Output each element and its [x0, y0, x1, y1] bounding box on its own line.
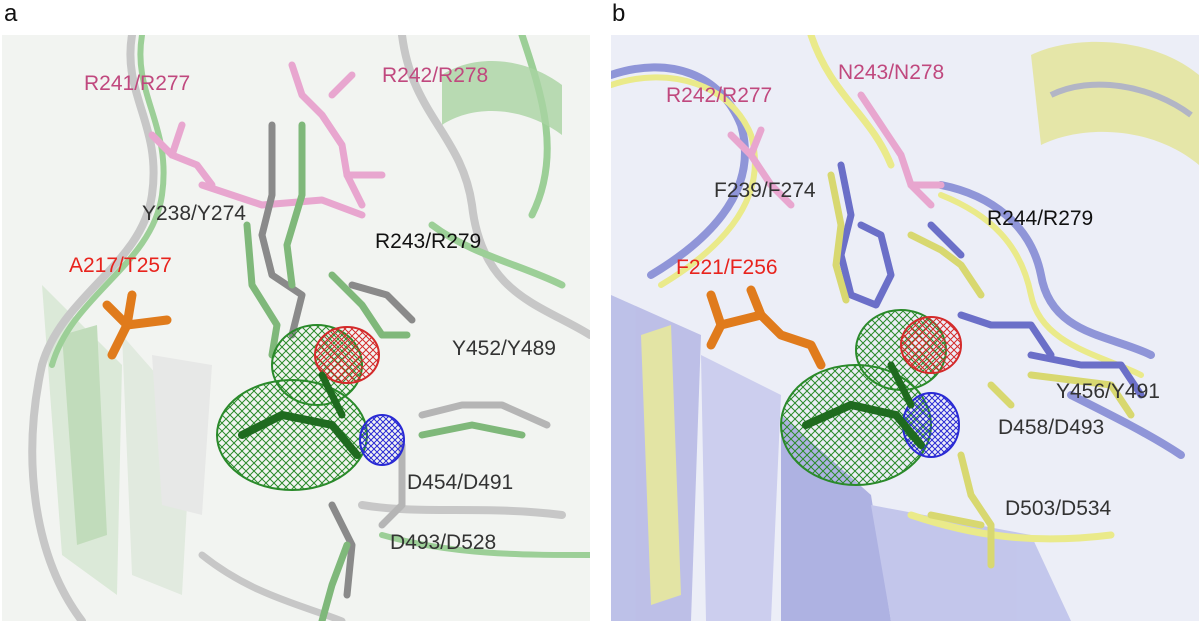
ligand-mesh — [216, 324, 405, 491]
label-d503-d534: D503/D534 — [1005, 497, 1112, 520]
helix-top-right-b — [1031, 41, 1199, 165]
cartoon-loops-b — [611, 35, 1185, 543]
ligand-mesh-b — [780, 309, 962, 486]
label-f239-f274: F239/F274 — [714, 179, 816, 202]
label-n243-n278: N243/N278 — [838, 61, 945, 84]
label-d493-d528: D493/D528 — [390, 531, 497, 554]
orange-residue-f221 — [706, 285, 826, 370]
beta-sheet-left — [42, 285, 212, 595]
cartoon-loops — [28, 35, 590, 621]
panel-letter-a: a — [4, 0, 18, 27]
pink-residues-b — [727, 91, 945, 209]
orange-residue-a217 — [102, 290, 172, 360]
stick-residues — [243, 121, 551, 621]
label-r244-r279: R244/R279 — [987, 207, 1094, 230]
label-r242-r277: R242/R277 — [666, 84, 773, 107]
panel-letter-b: b — [612, 0, 626, 27]
label-y452-y489: Y452/Y489 — [452, 337, 556, 360]
pink-residues — [148, 61, 386, 219]
panel-a-structure: R241/R277 R242/R278 Y238/Y274 R243/R279 … — [2, 35, 590, 621]
label-d454-d491: D454/D491 — [407, 471, 514, 494]
panel-b-molecular-render — [611, 35, 1199, 621]
label-d458-d493: D458/D493 — [998, 416, 1105, 439]
label-r242-r278: R242/R278 — [382, 64, 489, 87]
panel-a-molecular-render — [28, 35, 590, 621]
label-y238-y274: Y238/Y274 — [142, 202, 246, 225]
helix-top-right — [442, 61, 562, 135]
label-r243-r279: R243/R279 — [375, 230, 482, 253]
stick-residues-b — [827, 161, 1145, 569]
label-r241-r277: R241/R277 — [84, 72, 191, 95]
label-y456-y491: Y456/Y491 — [1056, 380, 1160, 403]
panel-b-structure: R242/R277 N243/N278 F239/F274 R244/R279 … — [611, 35, 1199, 621]
label-a217-t257: A217/T257 — [69, 254, 172, 277]
label-f221-f256: F221/F256 — [676, 256, 778, 279]
